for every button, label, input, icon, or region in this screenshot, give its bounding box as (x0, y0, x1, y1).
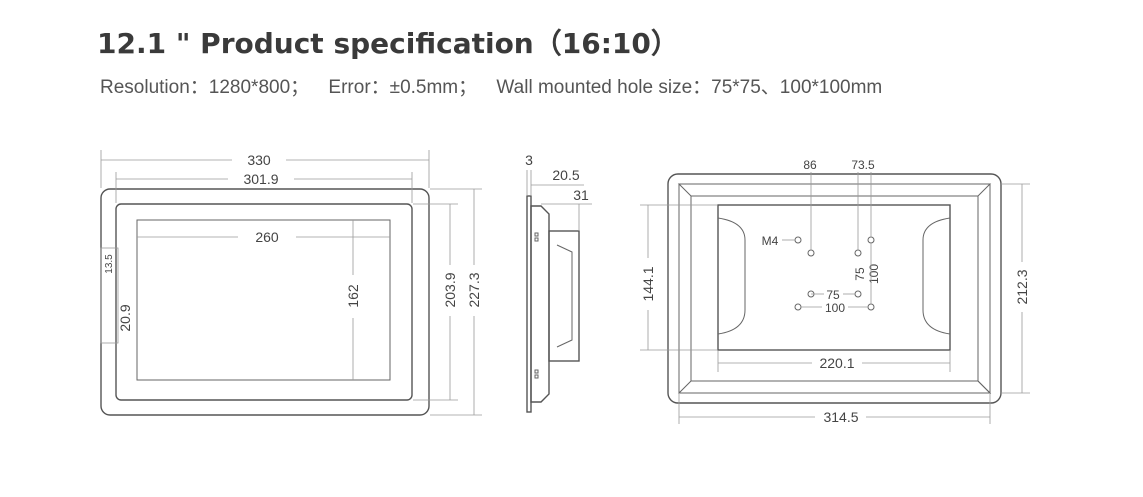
dim-side-offset: 13.5 (104, 254, 115, 274)
dim-vesa-100-horizontal: 100 (825, 301, 845, 315)
rear-right-grip (922, 217, 951, 335)
vesa-holes (794, 236, 875, 311)
front-view: 330 301.9 260 162 203.9 227.3 13.5 20.9 (100, 150, 482, 416)
dim-inner-width: 220.1 (819, 355, 854, 371)
rear-frame-right (977, 184, 991, 395)
dim-vesa-75-vertical: 75 (853, 267, 867, 281)
mount-hole (854, 249, 862, 257)
dim-rear-overall-height: 212.3 (1014, 269, 1030, 304)
dim-front-thickness: 3 (525, 152, 533, 168)
dim-bezel-width: 301.9 (243, 171, 278, 187)
dim-hole-y: 73.5 (851, 158, 875, 172)
front-outer-frame (100, 188, 430, 416)
dim-rear-overall-width: 314.5 (823, 409, 858, 425)
screw-label: M4 (762, 234, 779, 248)
wall-mount-text: Wall mounted hole size：75*75、100*100mm (496, 77, 883, 98)
dim-vesa-100-vertical: 100 (867, 264, 881, 284)
dim-depth-a: 20.5 (552, 167, 579, 183)
side-body (530, 205, 550, 403)
dim-side-panel: 20.9 (117, 304, 133, 331)
page-title: 12.1 " Product specification（16:10） (97, 27, 679, 60)
side-port-bottom-2 (534, 374, 539, 379)
front-bezel (115, 203, 413, 401)
side-view: 3 20.5 31 (525, 152, 592, 413)
dim-screen-height: 162 (345, 284, 361, 308)
error-text: Error：±0.5mm； (328, 77, 478, 98)
rear-frame-left (678, 184, 692, 395)
dim-hole-x: 86 (803, 158, 817, 172)
rear-back-cover (717, 204, 951, 351)
side-back-detail (556, 244, 573, 348)
front-screen (136, 219, 391, 381)
mount-hole-m4 (794, 236, 802, 244)
side-panel-dim-box (100, 247, 119, 344)
mount-hole (807, 249, 815, 257)
side-back-box (548, 230, 580, 362)
rear-view: 86 73.5 M4 75 100 75 100 144.1 220.1 (640, 158, 1030, 425)
mount-hole (867, 236, 875, 244)
dim-bezel-height: 203.9 (442, 272, 458, 307)
rear-frame-top (677, 183, 992, 197)
side-port-bottom-1 (534, 369, 539, 374)
rear-outer-frame (667, 173, 1002, 404)
dim-vesa-75-horizontal: 75 (826, 288, 840, 302)
rear-left-grip (717, 217, 746, 335)
dim-inner-height: 144.1 (640, 266, 656, 301)
resolution-text: Resolution：1280*800； (100, 77, 310, 98)
side-port-top-2 (534, 237, 539, 242)
rear-frame-bottom (679, 380, 992, 394)
dim-screen-width: 260 (255, 229, 279, 245)
spec-line: Resolution：1280*800； Error：±0.5mm； Wall … (100, 72, 896, 99)
dim-overall-width: 330 (247, 152, 271, 168)
mount-hole (867, 303, 875, 311)
dim-overall-height: 227.3 (466, 272, 482, 307)
dim-depth-b: 31 (573, 187, 589, 203)
mount-hole (854, 290, 862, 298)
mount-hole (794, 303, 802, 311)
side-port-top-1 (534, 232, 539, 237)
